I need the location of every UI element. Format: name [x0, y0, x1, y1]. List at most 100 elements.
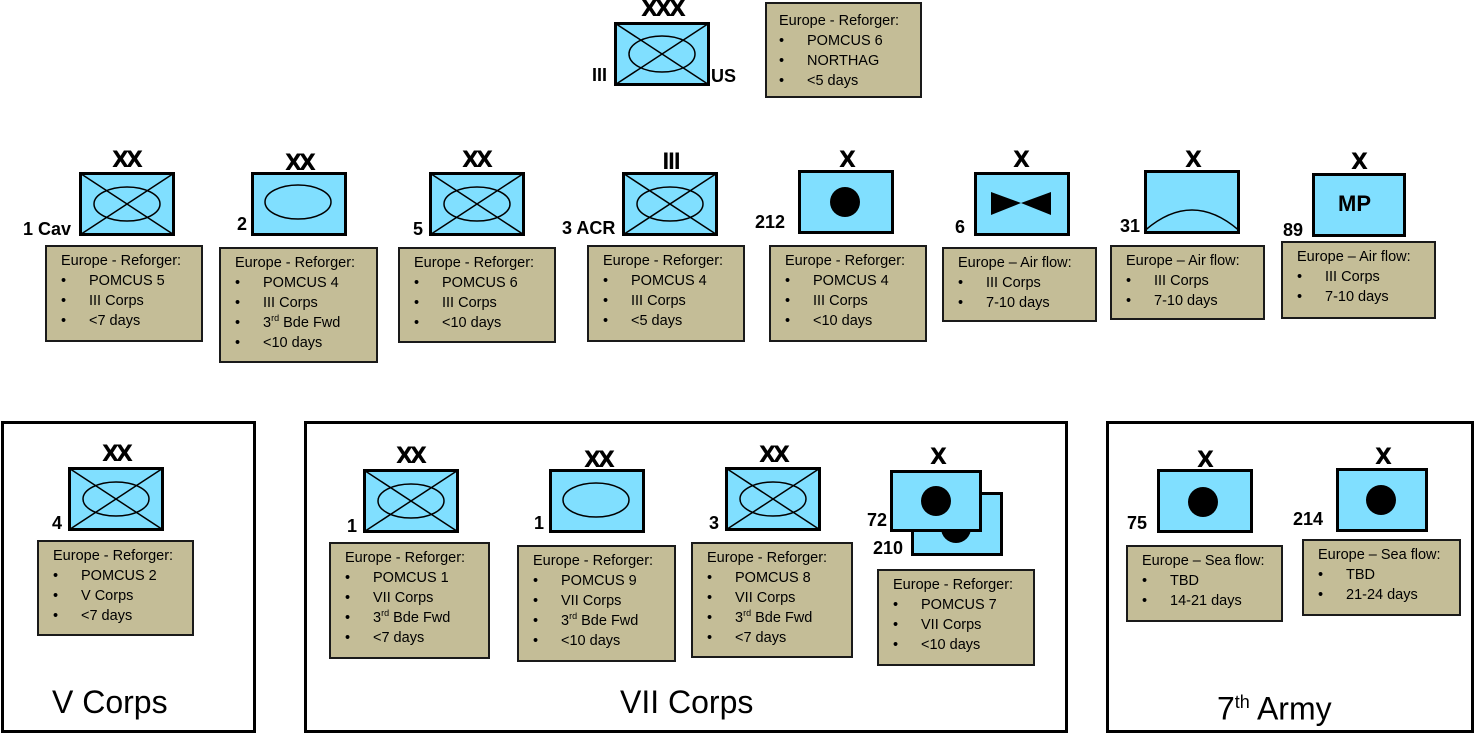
echelon-marker: X [1013, 148, 1030, 173]
artillery-icon [1336, 468, 1428, 532]
group-title: VII Corps [620, 684, 754, 720]
armor-infantry-icon [622, 172, 718, 236]
info-box: Europe – Air flow: III Corps 7-10 days [1281, 241, 1436, 319]
info-item: 7-10 days [958, 293, 1087, 313]
artillery-icon [890, 470, 982, 532]
echelon-marker: XX [102, 442, 133, 467]
info-item: 7-10 days [1126, 291, 1255, 311]
echelon-marker: X [1185, 148, 1202, 173]
echelon-marker: X [1197, 448, 1214, 473]
info-item: VII Corps [893, 615, 1025, 635]
info-item: 3rd Bde Fwd [533, 611, 666, 631]
info-item: 21-24 days [1318, 585, 1451, 605]
bde-ordinal: 3 [263, 315, 272, 331]
armor-infantry-icon [363, 469, 459, 533]
info-title: Europe - Reforger: [779, 13, 900, 29]
info-item: VII Corps [345, 588, 480, 608]
info-item: 3rd Bde Fwd [235, 313, 368, 333]
unit-label: 1 [534, 513, 545, 533]
info-title: Europe - Reforger: [707, 550, 828, 566]
info-item: TBD [1318, 565, 1451, 585]
info-item: <7 days [61, 311, 193, 331]
info-item: VII Corps [533, 591, 666, 611]
info-title: Europe - Reforger: [345, 550, 466, 566]
armor-infantry-icon [79, 172, 175, 236]
unit-label: 6 [955, 217, 966, 237]
echelon-marker: X [930, 445, 947, 470]
bde-text: Bde Fwd [581, 613, 639, 629]
info-box: Europe - Reforger: POMCUS 4 III Corps <1… [769, 245, 927, 342]
info-title: Europe – Sea flow: [1142, 553, 1265, 569]
bde-text: Bde Fwd [755, 610, 813, 626]
group-title-number: 7 [1217, 690, 1235, 727]
info-item: <10 days [785, 311, 917, 331]
v-corps-group [1, 421, 256, 733]
unit-label: 2 [237, 214, 248, 234]
info-item: POMCUS 4 [785, 271, 917, 291]
hq-info-box: Europe - Reforger: POMCUS 6 NORTHAG <5 d… [765, 2, 922, 98]
info-box: Europe - Reforger: POMCUS 4 III Corps 3r… [219, 247, 378, 363]
bde-ordinal-suffix: rd [271, 313, 280, 324]
info-box: Europe - Reforger: POMCUS 2 V Corps <7 d… [37, 540, 194, 636]
air-defense-icon [1144, 170, 1240, 234]
info-title: Europe - Reforger: [235, 255, 356, 271]
7th-army-group [1106, 421, 1474, 733]
echelon-marker: XX [396, 444, 427, 469]
info-item: 3rd Bde Fwd [345, 608, 480, 628]
info-item: POMCUS 2 [53, 566, 184, 586]
armor-icon [251, 172, 347, 236]
group-title: 7th Army [1217, 684, 1332, 727]
info-title: Europe - Reforger: [53, 548, 174, 564]
info-item: NORTHAG [779, 51, 912, 71]
echelon-marker: XX [584, 448, 615, 473]
info-item: <10 days [414, 313, 546, 333]
armor-icon [549, 469, 645, 533]
info-item: POMCUS 9 [533, 571, 666, 591]
info-title: Europe – Air flow: [958, 255, 1072, 271]
info-title: Europe - Reforger: [785, 253, 906, 269]
info-item: POMCUS 4 [235, 273, 368, 293]
echelon-marker: XXX [641, 0, 686, 22]
armor-infantry-icon [429, 172, 525, 236]
echelon-marker: X [839, 148, 856, 173]
info-item: III Corps [958, 273, 1087, 293]
info-item: V Corps [53, 586, 184, 606]
echelon-marker: X [1351, 150, 1368, 175]
vii-corps-group [304, 421, 1068, 733]
info-item: POMCUS 8 [707, 568, 843, 588]
info-item: POMCUS 7 [893, 595, 1025, 615]
info-item: <7 days [345, 628, 480, 648]
info-box: Europe - Reforger: POMCUS 7 VII Corps <1… [877, 569, 1035, 666]
info-title: Europe - Reforger: [533, 553, 654, 569]
info-item: III Corps [1126, 271, 1255, 291]
info-box: Europe - Reforger: POMCUS 4 III Corps <5… [587, 245, 745, 342]
echelon-marker: III [662, 148, 680, 175]
hq-right-label: US [711, 66, 737, 86]
info-title: Europe – Sea flow: [1318, 547, 1441, 563]
info-item: <7 days [707, 628, 843, 648]
info-item: III Corps [61, 291, 193, 311]
info-item: III Corps [235, 293, 368, 313]
info-item: <5 days [779, 71, 912, 91]
info-item: POMCUS 1 [345, 568, 480, 588]
info-title: Europe – Air flow: [1126, 253, 1240, 269]
unit-label: 72 [867, 510, 888, 530]
mp-symbol-text: MP [1338, 191, 1371, 216]
info-item: <10 days [235, 333, 368, 353]
info-title: Europe - Reforger: [414, 255, 535, 271]
unit-label-secondary: 210 [873, 538, 904, 558]
info-item: <10 days [893, 635, 1025, 655]
aviation-icon [974, 172, 1070, 236]
info-item: 14-21 days [1142, 591, 1273, 611]
info-title: Europe - Reforger: [603, 253, 724, 269]
bde-text: Bde Fwd [393, 610, 451, 626]
unit-label: 3 ACR [562, 218, 616, 238]
info-item: <5 days [603, 311, 735, 331]
info-item: POMCUS 6 [414, 273, 546, 293]
echelon-marker: XX [112, 148, 143, 173]
info-box: Europe - Reforger: POMCUS 6 III Corps <1… [398, 247, 556, 343]
bde-ordinal: 3 [373, 610, 382, 626]
info-title: Europe - Reforger: [893, 577, 1014, 593]
info-box: Europe - Reforger: POMCUS 9 VII Corps 3r… [517, 545, 676, 662]
info-item: 7-10 days [1297, 287, 1426, 307]
